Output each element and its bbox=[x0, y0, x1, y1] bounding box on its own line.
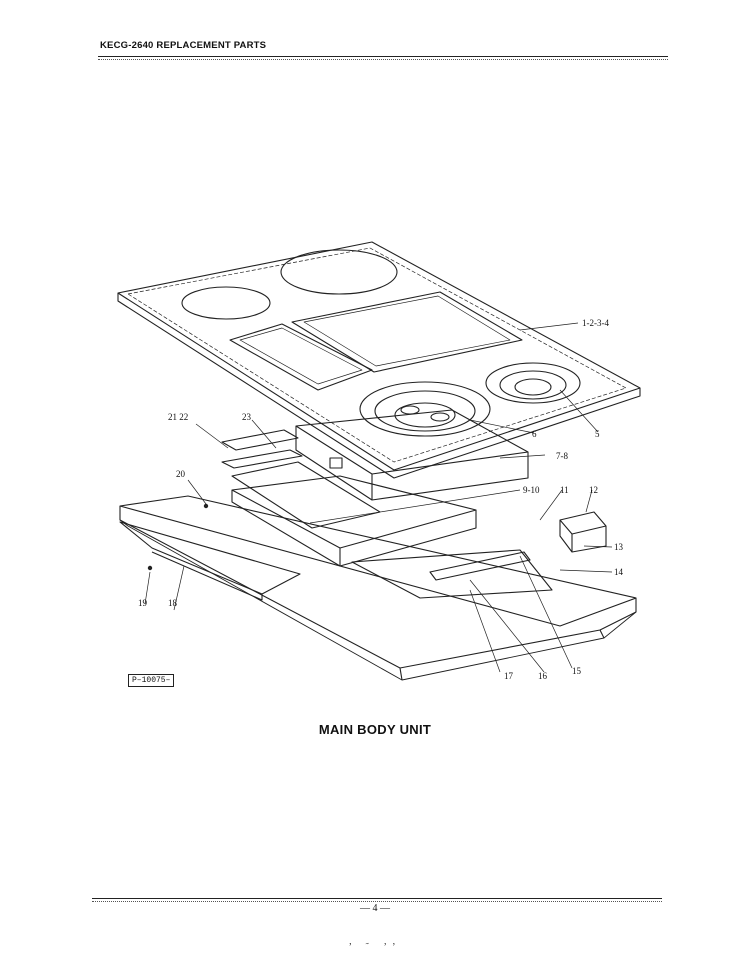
page-number: — 4 — bbox=[360, 903, 390, 914]
drip-bowl-small bbox=[485, 362, 581, 404]
page-marks: ’ ˜ ’’ bbox=[348, 942, 402, 953]
callout-16: 16 bbox=[538, 671, 548, 681]
callout-1-2-3-4: 1-2-3-4 bbox=[582, 318, 609, 328]
shield-strip bbox=[429, 551, 531, 581]
callout-7-8: 7-8 bbox=[556, 451, 568, 461]
cooktop-panel bbox=[117, 241, 641, 479]
inner-frame bbox=[295, 409, 529, 501]
bracket-21-22 bbox=[221, 429, 299, 451]
bracket-23 bbox=[221, 449, 303, 469]
callout-21-22: 21 22 bbox=[168, 412, 188, 422]
header-rule-dotted bbox=[98, 59, 668, 60]
diagram-caption: MAIN BODY UNIT bbox=[318, 722, 432, 737]
callout-15: 15 bbox=[572, 666, 582, 676]
front-strip bbox=[119, 521, 301, 595]
callout-19: 19 bbox=[138, 598, 148, 608]
bottom-tray bbox=[119, 495, 637, 681]
callout-18: 18 bbox=[168, 598, 178, 608]
page-header: KECG-2640 REPLACEMENT PARTS bbox=[100, 40, 267, 51]
griddle-opening bbox=[291, 291, 523, 373]
footer-rule bbox=[92, 898, 662, 899]
callout-13: 13 bbox=[614, 542, 624, 552]
terminal-bracket bbox=[559, 511, 607, 553]
callout-17: 17 bbox=[504, 671, 514, 681]
callout-9-10: 9-10 bbox=[523, 485, 540, 495]
callout-5: 5 bbox=[595, 429, 600, 439]
callout-23: 23 bbox=[242, 412, 252, 422]
burner-opening-back-left bbox=[181, 286, 271, 320]
footer-rule-dotted bbox=[92, 901, 662, 902]
burner-opening-back-right bbox=[280, 249, 398, 295]
callout-12: 12 bbox=[589, 485, 598, 495]
header-rule bbox=[98, 56, 668, 57]
callout-14: 14 bbox=[614, 567, 624, 577]
callout-11: 11 bbox=[560, 485, 569, 495]
heat-shield bbox=[351, 549, 553, 599]
callout-20: 20 bbox=[176, 469, 186, 479]
callout-6: 6 bbox=[532, 429, 537, 439]
griddle-pan bbox=[231, 475, 477, 567]
figure-number: P–10075– bbox=[128, 674, 175, 687]
drip-bowl-large bbox=[359, 381, 491, 437]
